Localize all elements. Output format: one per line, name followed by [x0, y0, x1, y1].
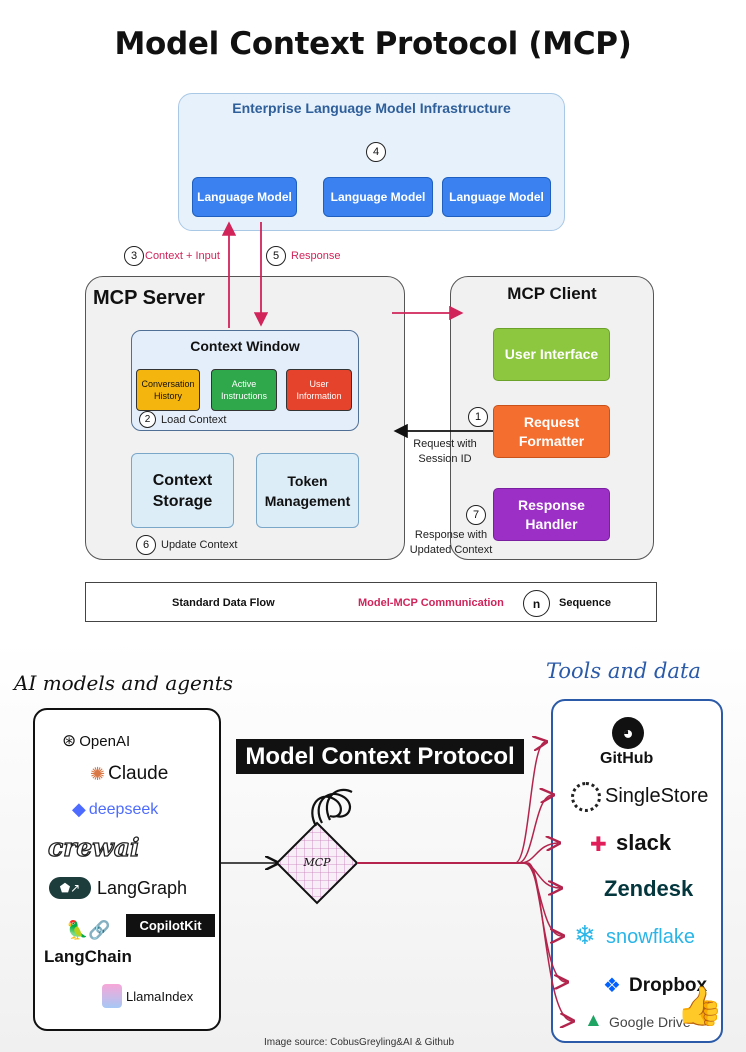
chip-line: Conversation [141, 379, 195, 389]
step-3-badge: 3 [124, 246, 144, 266]
chip-line: Active [231, 379, 257, 389]
singlestore-icon [571, 782, 601, 812]
mcp-diamond-label: MCP [303, 856, 331, 869]
legend-model-mcp: Model-MCP Communication [358, 597, 504, 609]
legend-n-badge: n [523, 590, 550, 617]
label-line: Updated Context [409, 544, 493, 556]
tool-zendesk: Zendesk [604, 876, 694, 901]
ai-models-heading: AI models and agents [14, 671, 234, 695]
openai-icon: ⊛ [62, 731, 77, 750]
context-window-title: Context Window [190, 338, 300, 354]
step-4-badge: 4 [366, 142, 386, 162]
chip-line: Information [296, 391, 342, 401]
agent-crewai: crewai [47, 832, 140, 862]
infrastructure-title: Enterprise Language Model Infrastructure [232, 100, 511, 116]
step-7-badge: 7 [466, 505, 486, 525]
tool-snowflake: snowflake [606, 926, 695, 948]
block-line: Management [264, 492, 351, 509]
dropbox-icon: ❖ [603, 975, 621, 997]
block-line: Response [518, 496, 585, 513]
agent-label: LangGraph [97, 877, 188, 898]
block-line: Storage [152, 492, 213, 510]
ai-models-box [33, 708, 221, 1031]
chip-line: Instructions [220, 391, 268, 401]
label-line: Session ID [418, 453, 472, 465]
image-source-caption: Image source: CobusGreyling&AI & Github [264, 1037, 455, 1048]
legend [85, 582, 657, 622]
tool-dropbox: Dropbox [629, 975, 708, 996]
step-2-badge: 2 [139, 411, 156, 428]
agent-label: Claude [108, 763, 169, 784]
block-line: Context [152, 471, 213, 489]
thumbs-up-icon[interactable]: 👍 [675, 986, 724, 1029]
label-line: Response with [414, 529, 488, 541]
top-flow-arrows [130, 221, 493, 604]
step-5-badge: 5 [266, 246, 286, 266]
snowflake-icon: ❄ [574, 920, 596, 950]
langchain-icon: 🦜🔗 [66, 920, 111, 940]
agent-label: crewai [47, 832, 140, 862]
block-line: Request [523, 413, 580, 430]
agent-llamaindex: LlamaIndex [102, 984, 193, 1008]
tool-singlestore: SingleStore [605, 785, 709, 807]
step-1-badge: 1 [468, 407, 488, 427]
deepseek-whale-icon: ◆ [72, 799, 86, 819]
mcp-server-title: MCP Server [93, 287, 205, 309]
step-6-badge: 6 [136, 535, 156, 555]
block-line: Handler [525, 515, 578, 532]
tool-google-drive: Google Drive [609, 1014, 691, 1030]
block-line: Token [287, 472, 328, 489]
agent-langchain: LangChain [44, 947, 132, 966]
agent-label: LlamaIndex [126, 988, 194, 1004]
agent-langgraph: ⬟↗ LangGraph [49, 877, 187, 899]
mcp-client-title: MCP Client [507, 284, 597, 303]
chip-line: User [309, 379, 329, 389]
tools-box [551, 699, 723, 1043]
legend-sequence: Sequence [559, 597, 611, 609]
agent-openai: ⊛OpenAI [62, 731, 130, 751]
language-model-3: Language Model [442, 177, 551, 217]
user-interface-block: User Interface [493, 328, 610, 381]
slack-icon: ✚ [590, 834, 607, 856]
context-input-label: Context + Input [145, 250, 220, 262]
chip-line: History [153, 391, 182, 401]
github-icon: ◕ [612, 717, 644, 749]
block-line: Formatter [518, 432, 585, 449]
agent-claude: ✺Claude [90, 763, 168, 785]
load-context-label: Load Context [161, 414, 227, 426]
mcp-banner: Model Context Protocol [236, 739, 524, 774]
lower-flow-arrows [221, 640, 746, 1052]
agent-copilotkit: CopilotKit [126, 914, 215, 937]
language-model-1: Language Model [192, 177, 297, 217]
agent-deepseek: ◆deepseek [72, 799, 158, 820]
agent-label: CopilotKit [139, 918, 202, 933]
tool-github: GitHub [600, 750, 654, 767]
google-drive-icon: ▲ [584, 1010, 603, 1031]
update-context-label: Update Context [161, 539, 238, 551]
response-label: Response [291, 250, 341, 262]
page-title: Model Context Protocol (MCP) [114, 26, 632, 62]
legend-standard: Standard Data Flow [172, 597, 275, 609]
claude-icon: ✺ [90, 763, 106, 784]
language-model-2: Language Model [323, 177, 433, 217]
llama-icon [102, 984, 122, 1008]
langgraph-icon: ⬟↗ [49, 877, 91, 899]
tool-slack: slack [616, 830, 672, 855]
agent-label: deepseek [88, 800, 159, 818]
label-line: Request with [413, 438, 477, 450]
tools-data-heading: Tools and data [546, 659, 701, 683]
agent-label: OpenAI [79, 732, 131, 750]
